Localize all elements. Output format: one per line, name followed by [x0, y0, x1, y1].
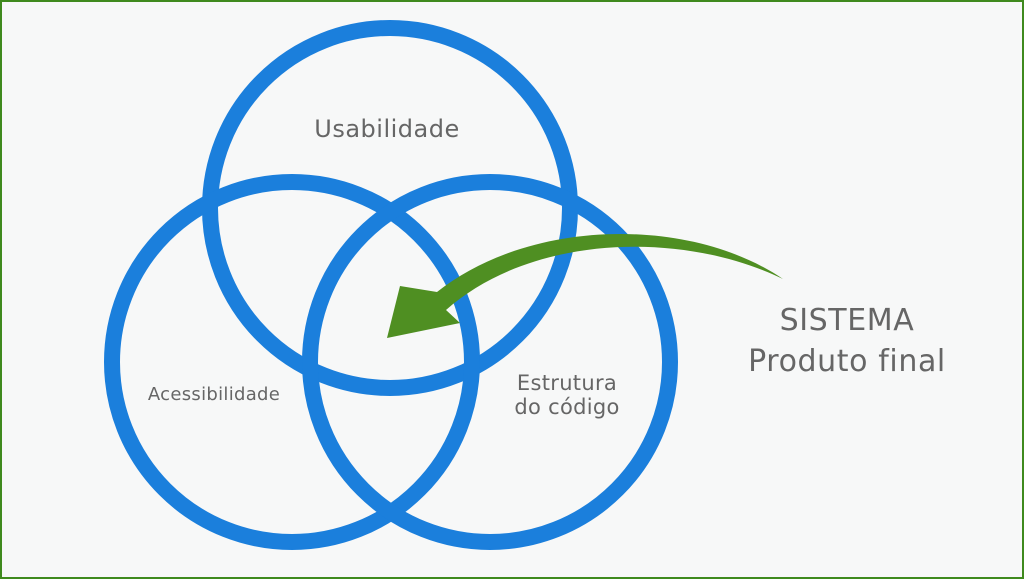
callout-title: SISTEMA — [779, 303, 915, 338]
label-estrutura-line1: Estrutura — [516, 371, 618, 395]
circle-estrutura — [302, 174, 678, 550]
curved-arrow-icon — [387, 234, 783, 338]
circle-acessibilidade — [104, 174, 480, 550]
label-acessibilidade: Acessibilidade — [147, 384, 281, 405]
label-usabilidade: Usabilidade — [314, 115, 460, 143]
callout-sistema: SISTEMA Produto final — [702, 300, 992, 383]
label-estrutura-do-codigo: Estrutura do código — [482, 371, 652, 419]
label-estrutura-line2: do código — [514, 394, 620, 419]
arrow-body — [387, 234, 783, 338]
callout-subtitle: Produto final — [748, 344, 946, 380]
